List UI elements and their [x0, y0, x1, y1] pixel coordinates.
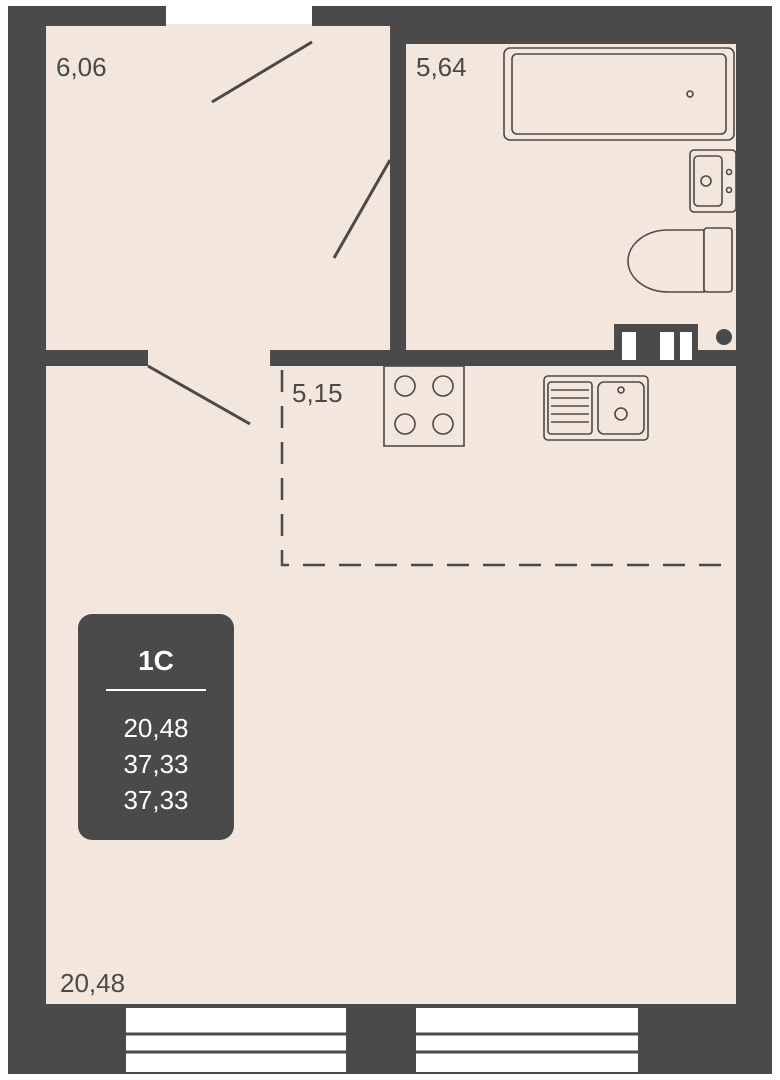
kitchen-sink-icon — [543, 375, 649, 441]
badge-total-area: 37,33 — [123, 749, 188, 779]
living-area-label: 20,48 — [60, 968, 125, 998]
hall-to-room-opening — [148, 348, 270, 368]
window-right — [416, 1008, 638, 1072]
window-left — [126, 1008, 346, 1072]
bathroom-area-label: 5,64 — [416, 52, 467, 82]
kitchen-zone-boundary — [280, 370, 730, 567]
bathroom-door — [332, 159, 392, 259]
apartment-badge: 1С 20,48 37,33 37,33 — [78, 614, 234, 840]
entrance-door — [211, 40, 313, 104]
partition-wall-top — [390, 44, 406, 160]
entrance-floor — [166, 24, 312, 46]
stove-icon — [383, 365, 465, 447]
hallway-floor — [46, 26, 390, 350]
hallway-area-label: 6,06 — [56, 52, 107, 82]
toilet-icon — [627, 227, 733, 293]
bathroom-sink-icon — [689, 149, 737, 213]
room-door — [147, 364, 251, 426]
shaft-slot — [660, 332, 674, 360]
badge-total-area-2: 37,33 — [123, 785, 188, 815]
apartment-type: 1С — [138, 645, 174, 676]
pipe-riser-icon — [716, 329, 732, 345]
bathtub-icon — [503, 47, 735, 141]
badge-living-area: 20,48 — [123, 713, 188, 743]
partition-wall-lower — [390, 266, 406, 354]
shaft-slot — [680, 332, 692, 360]
partition-wall-left — [46, 350, 148, 366]
shaft-slot — [622, 332, 636, 360]
kitchen-area-label: 5,15 — [292, 378, 343, 408]
